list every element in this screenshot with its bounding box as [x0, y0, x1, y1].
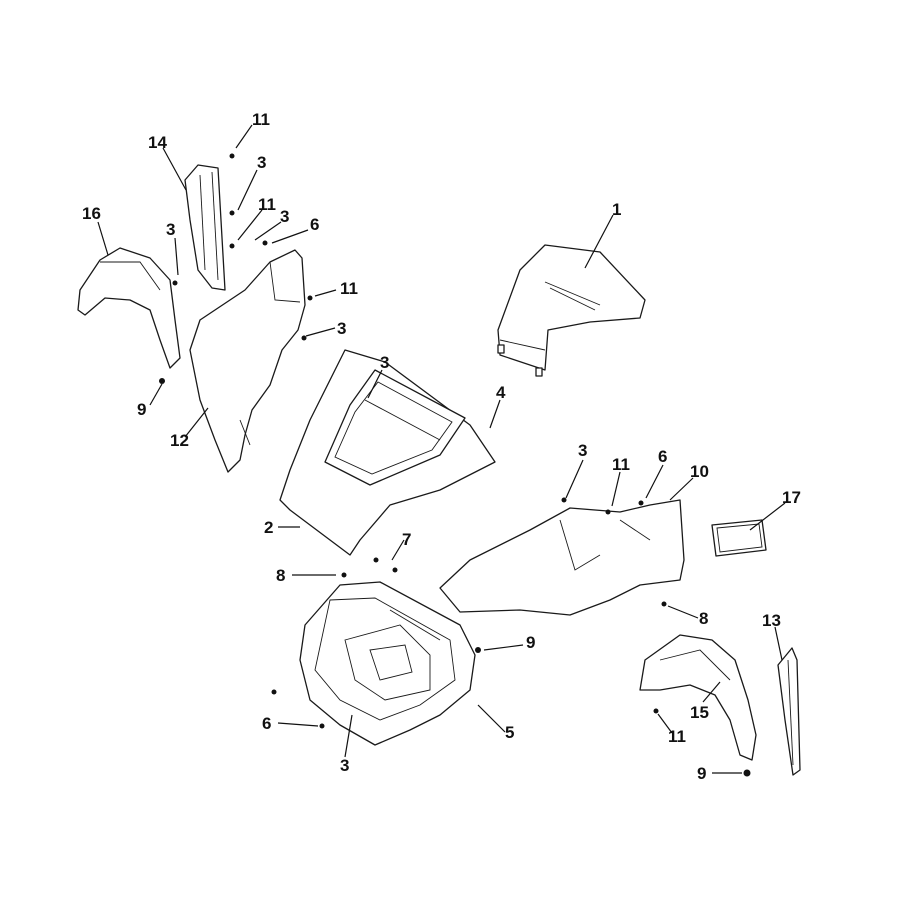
part-15-right-fender: [639, 634, 757, 761]
part-13-right-trim: [777, 647, 801, 776]
callout-3: 3: [337, 319, 346, 338]
part-1-hood-cover: [497, 244, 646, 377]
part-2-front-hood: [279, 349, 496, 556]
part-5-storage-box: [299, 581, 476, 746]
callout-3: 3: [166, 220, 175, 239]
part-17-decal: [711, 519, 767, 557]
callout-6: 6: [658, 447, 667, 466]
part-12-left-panel: [189, 249, 306, 473]
callout-11: 11: [612, 455, 630, 474]
callout-5: 5: [505, 723, 514, 742]
fastener-dots: [159, 153, 751, 777]
callout-3: 3: [257, 153, 266, 172]
callout-7: 7: [402, 530, 411, 549]
part-10-right-panel: [439, 499, 685, 616]
callout-10: 10: [690, 462, 709, 481]
callout-3: 3: [340, 756, 349, 775]
callout-3: 3: [380, 353, 389, 372]
callout-6: 6: [310, 215, 319, 234]
callout-11: 11: [252, 110, 270, 129]
callout-8: 8: [699, 609, 708, 628]
callout-labels: 11 14 3 11 3 6 11 3 3 16 9 12 1 3 4 2 3 …: [82, 110, 801, 783]
callout-14: 14: [148, 133, 167, 152]
leader-lines: [97, 124, 786, 774]
callout-15: 15: [690, 703, 709, 722]
callout-3: 3: [280, 207, 289, 226]
callout-9: 9: [137, 400, 146, 419]
callout-6: 6: [262, 714, 271, 733]
callout-9: 9: [697, 764, 706, 783]
callout-13: 13: [762, 611, 781, 630]
callout-11: 11: [340, 279, 358, 298]
callout-9: 9: [526, 633, 535, 652]
callout-12: 12: [170, 431, 189, 450]
callout-17: 17: [782, 488, 801, 507]
part-16-left-fender: [77, 247, 181, 369]
part-14-bracket: [184, 164, 226, 291]
callout-16: 16: [82, 204, 101, 223]
callout-1: 1: [612, 200, 621, 219]
callout-2: 2: [264, 518, 273, 537]
callout-11: 11: [668, 727, 686, 746]
callout-3: 3: [578, 441, 587, 460]
callout-11: 11: [258, 195, 276, 214]
callout-8: 8: [276, 566, 285, 585]
callout-4: 4: [496, 383, 506, 402]
